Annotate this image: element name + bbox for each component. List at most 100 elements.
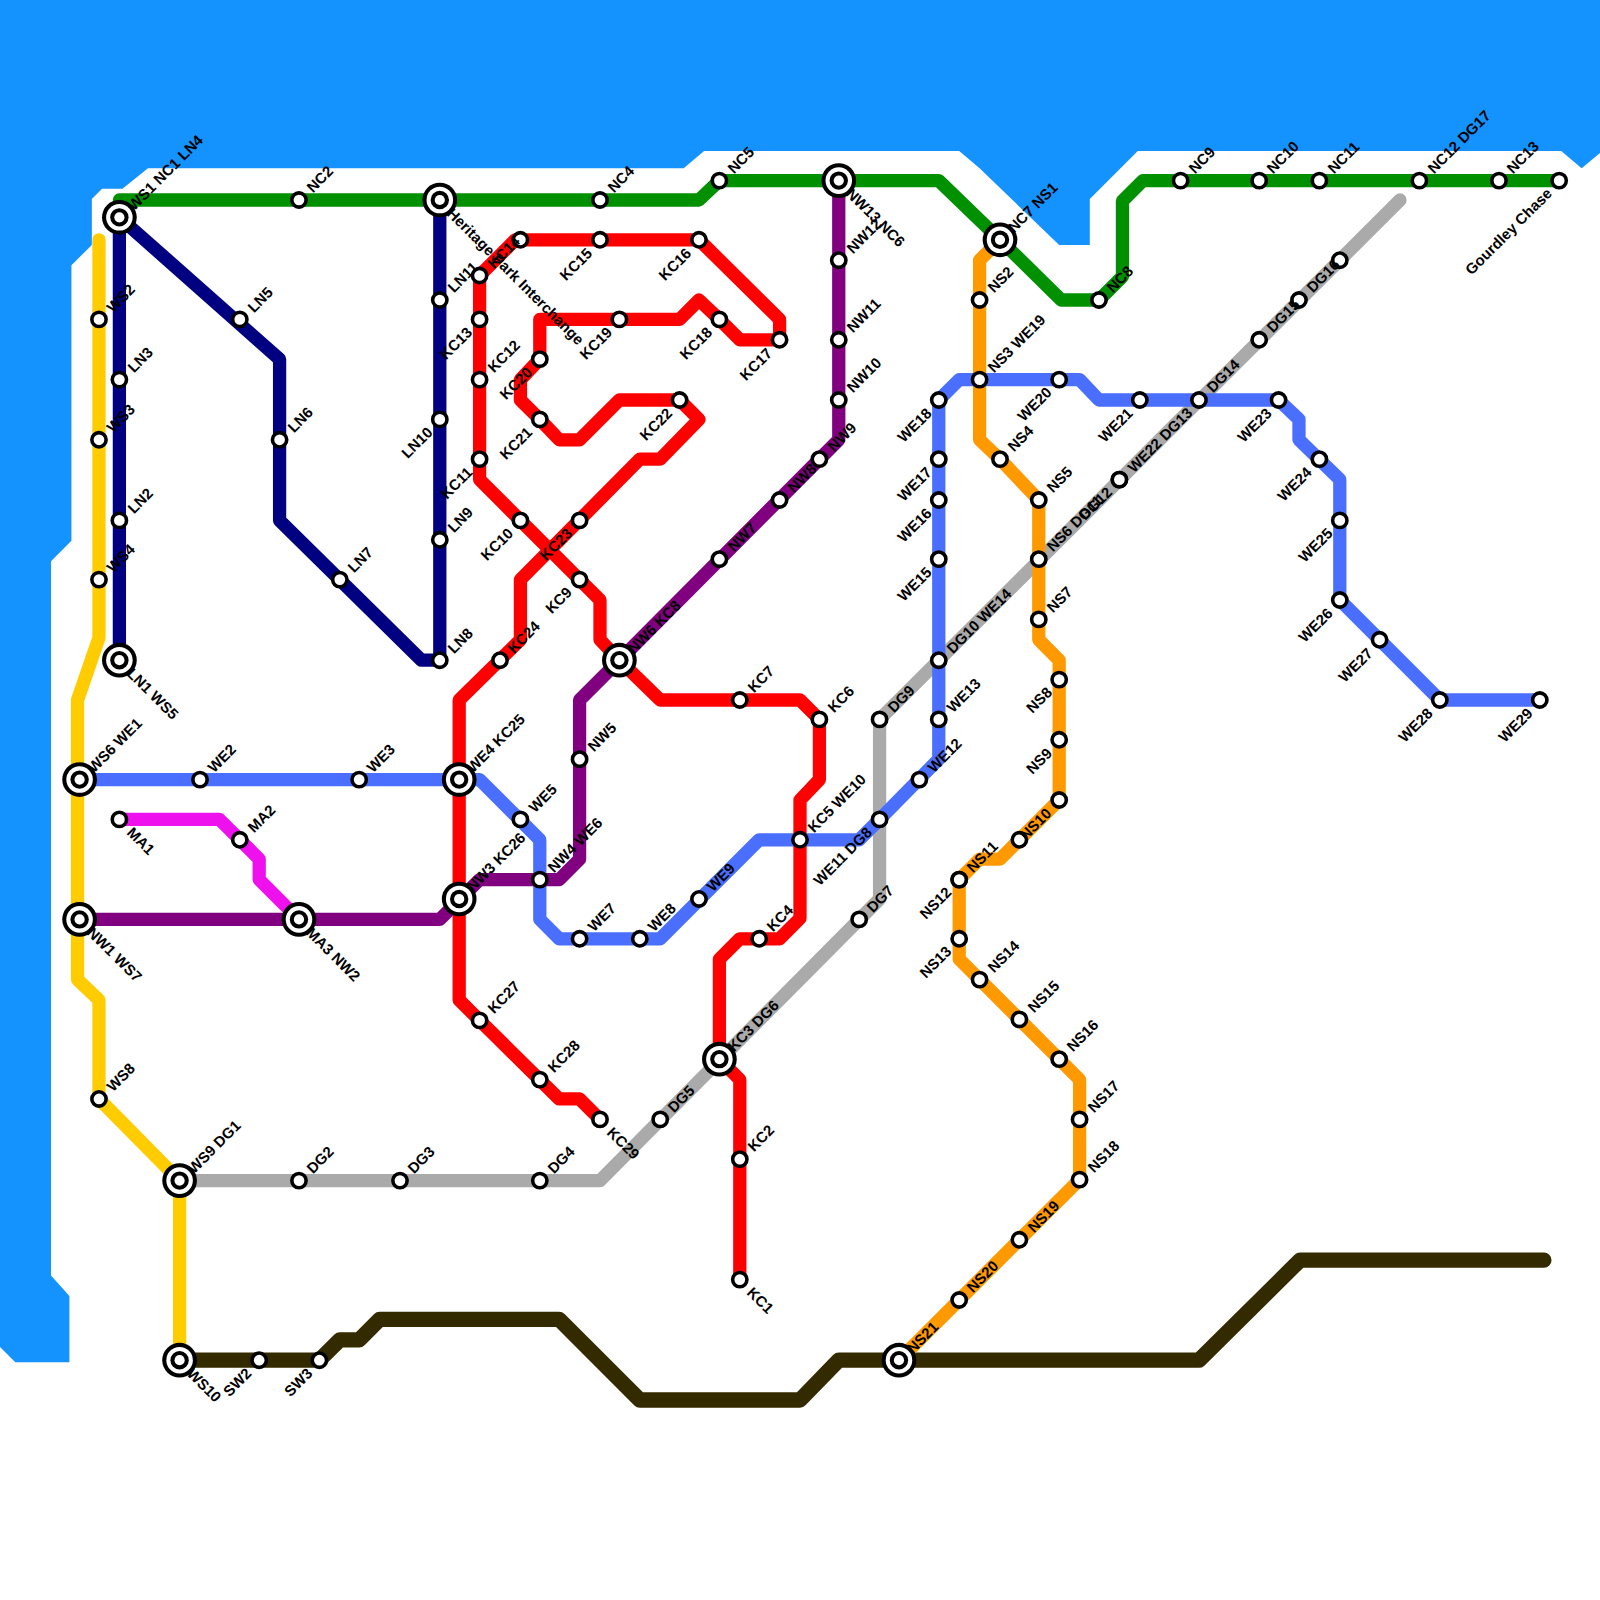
- station-dot: [572, 752, 586, 766]
- station-label: KC7: [745, 663, 777, 695]
- station-label: KC20: [497, 364, 535, 402]
- station-dot: [712, 312, 726, 326]
- station-dot: [1052, 672, 1066, 686]
- station-label: WE7: [584, 900, 618, 934]
- station-dot: [92, 1092, 106, 1106]
- station-label: NC13: [1504, 138, 1542, 176]
- station-label: KC28: [545, 1037, 583, 1075]
- station-label: NW6 KC8: [624, 597, 682, 655]
- station-label: KC11: [438, 464, 475, 501]
- station-label: WE11 DG8: [811, 824, 875, 888]
- station-dot: [952, 932, 966, 946]
- station-dot: [952, 1293, 966, 1307]
- station-label: LN11: [445, 259, 481, 295]
- station-label: KC22: [637, 405, 675, 443]
- station-label: KC24: [505, 618, 543, 656]
- station-dot: [993, 452, 1007, 466]
- station-label: NS3 WE19: [984, 312, 1047, 375]
- station-dot: [872, 712, 886, 726]
- station-label: WE13: [944, 675, 983, 714]
- station-dot: [112, 513, 126, 527]
- station-dot: [1252, 333, 1266, 347]
- station-dot: [952, 872, 966, 886]
- station-label: WE20: [1015, 384, 1054, 423]
- station-dot: [772, 493, 786, 507]
- station-dot: [1072, 1112, 1086, 1126]
- station-dot: [1333, 513, 1347, 527]
- station-label: WE18: [894, 405, 933, 444]
- station-dot: [1252, 173, 1266, 187]
- station-label: NS13: [917, 944, 954, 981]
- station-dot: [932, 493, 946, 507]
- station-dot: [92, 312, 106, 326]
- station-dot: [533, 872, 547, 886]
- station-label: NW9: [824, 420, 858, 454]
- station-dot: [533, 1173, 547, 1187]
- interchange-ring: [446, 766, 473, 793]
- station-label: LN3: [124, 344, 155, 375]
- station-label: MA1: [124, 824, 157, 857]
- station-label: NS8: [1023, 684, 1054, 715]
- station-dot: [612, 312, 626, 326]
- station-label: NS18: [1084, 1138, 1121, 1175]
- station-label: NS2: [984, 264, 1015, 295]
- station-label: LN6: [284, 404, 315, 435]
- interchange-ring: [431, 191, 449, 209]
- water: [0, 0, 1600, 1362]
- station-label: NW3 KC26: [464, 830, 528, 894]
- station-dot: [1173, 173, 1187, 187]
- interchange-ring: [890, 1351, 908, 1369]
- interchange-ring: [987, 227, 1014, 254]
- station-dot: [1012, 1012, 1026, 1026]
- station-label: NS16: [1064, 1017, 1101, 1054]
- interchange-ring: [454, 774, 464, 784]
- station-dot: [772, 333, 786, 347]
- station-dot: [572, 513, 586, 527]
- station-dot: [692, 892, 706, 906]
- interchange-ring: [70, 770, 88, 788]
- station-label: WE27: [1335, 645, 1374, 684]
- station-label: WE15: [894, 564, 933, 603]
- station-dot: [572, 572, 586, 586]
- station-dot: [1052, 372, 1066, 386]
- station-label: DG15: [1264, 297, 1302, 335]
- station-label: NC10: [1264, 138, 1302, 176]
- station-label: NC12 DG17: [1424, 107, 1492, 175]
- interchange-ring: [991, 231, 1009, 249]
- interchange-ring: [886, 1347, 913, 1374]
- station-label: KC13: [437, 324, 475, 362]
- station-dot: [1133, 393, 1147, 407]
- dg-line: [180, 200, 1400, 1181]
- station-label: WE23: [1234, 405, 1273, 444]
- station-dot: [352, 772, 366, 786]
- station-label: NS17: [1084, 1077, 1121, 1114]
- interchange-ring: [110, 651, 128, 669]
- station-dot: [233, 833, 247, 847]
- station-dot: [672, 393, 686, 407]
- interchange-ring: [170, 1351, 188, 1369]
- station-dot: [92, 433, 106, 447]
- station-dot: [533, 412, 547, 426]
- station-dot: [1052, 1052, 1066, 1066]
- station-dot: [393, 1173, 407, 1187]
- station-dot: [1312, 173, 1326, 187]
- station-label: WS4: [104, 541, 138, 575]
- station-label: KC29: [605, 1124, 643, 1162]
- station-dot: [972, 293, 986, 307]
- station-label: SW3: [281, 1365, 315, 1399]
- station-dot: [533, 352, 547, 366]
- station-label: WE29: [1495, 705, 1534, 744]
- station-dot: [1052, 793, 1066, 807]
- interchange-ring: [435, 195, 445, 205]
- station-label: LN1 WS5: [124, 665, 181, 722]
- kc-line: [459, 240, 819, 1280]
- station-label: KC19: [577, 324, 615, 362]
- station-label: DG14: [1204, 357, 1242, 395]
- station-dot: [932, 452, 946, 466]
- interchange-ring: [110, 208, 128, 226]
- interchange-ring: [450, 890, 468, 908]
- station-label: KC23: [537, 525, 575, 563]
- interchange-ring: [70, 910, 88, 928]
- station-label: LN9: [445, 504, 476, 535]
